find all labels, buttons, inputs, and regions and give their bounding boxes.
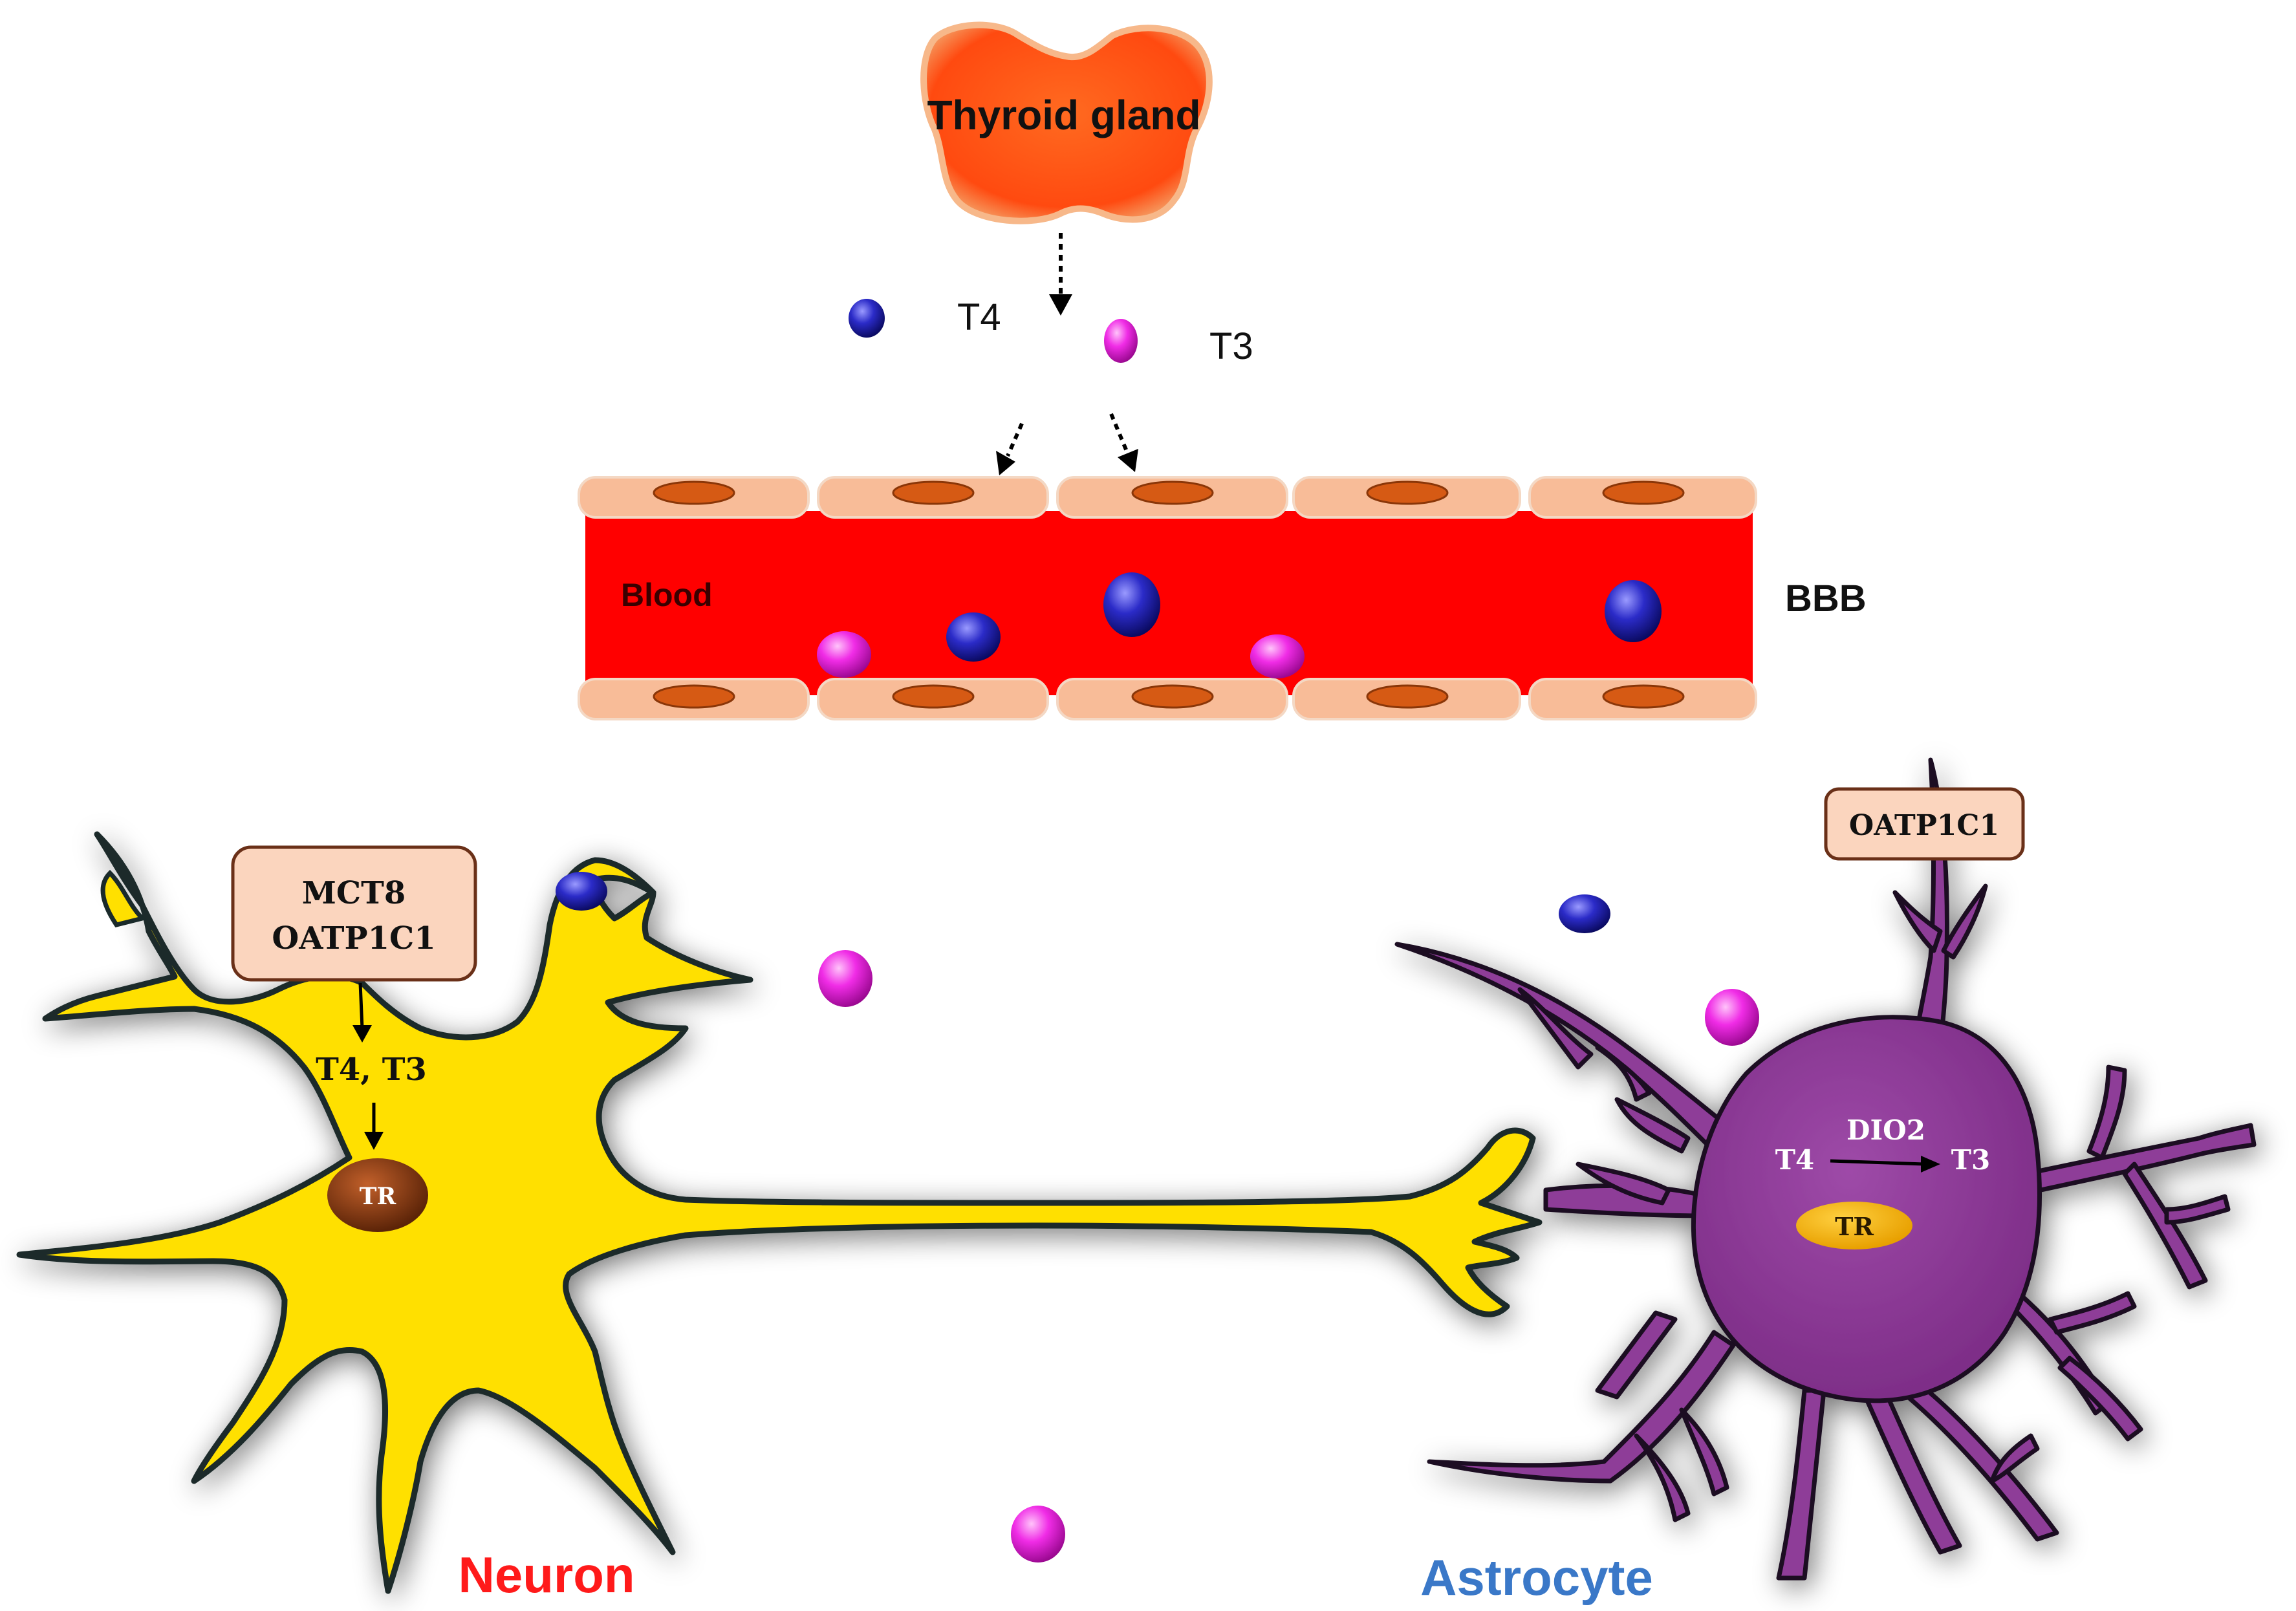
t4-legend-label: T4 (957, 296, 1001, 338)
t3-molecule-icon (817, 631, 871, 678)
astrocyte-thyroid-receptor-icon (1796, 1202, 1912, 1249)
blood-vessel (578, 476, 1757, 720)
t3-molecule-icon (1705, 989, 1759, 1046)
hormone-entry-arrow-right (1109, 413, 1138, 472)
hormone-entry-arrow-left (996, 422, 1024, 475)
t3-molecule-icon (1011, 1506, 1065, 1562)
t4-molecule-icon (1559, 894, 1610, 933)
t3-molecule-icon (818, 950, 872, 1007)
t4-molecule-icon (1605, 580, 1662, 642)
t4-molecule-icon (946, 612, 1001, 662)
astrocyte-transporter-box (1824, 787, 2025, 861)
neuron-transporter-oatp1c1-label: OATP1C1 (272, 920, 435, 957)
neuron-label: Neuron (459, 1546, 635, 1603)
endothelial-cells-top (578, 476, 1757, 519)
neuron-receptor-label: TR (360, 1183, 397, 1210)
neuron-import-arrow (352, 982, 372, 1043)
bbb-label: BBB (1785, 578, 1867, 620)
astrocyte-label: Astrocyte (1420, 1549, 1653, 1606)
t4-molecule-icon (556, 872, 607, 911)
endothelial-cells-bottom (578, 678, 1757, 720)
neuron-thyroid-receptor-icon (327, 1158, 428, 1232)
astrocyte-receptor-label: TR (1835, 1212, 1874, 1241)
astrocyte-transporter-label: OATP1C1 (1849, 809, 1999, 842)
astrocyte-t4-label: T4 (1775, 1144, 1814, 1176)
t3-molecule-icon (1250, 634, 1305, 678)
blood-label: Blood (621, 577, 713, 613)
dio2-conversion-arrow (1830, 1156, 1940, 1173)
t4-legend-molecule-icon (849, 299, 885, 338)
neuron-hormones-label: T4, T3 (316, 1052, 427, 1088)
neuron-transporter-box (231, 845, 477, 982)
neuron-nuclear-arrow (364, 1103, 384, 1150)
astrocyte-cell (1394, 757, 2257, 1581)
t4-molecule-icon (1103, 572, 1160, 637)
neuron-cell (16, 831, 1543, 1594)
dio2-enzyme-label: DIO2 (1847, 1114, 1925, 1146)
neuron-transporter-mct8-label: MCT8 (302, 875, 406, 911)
thyroid-release-arrow (1049, 233, 1072, 316)
t3-legend-molecule-icon (1104, 319, 1138, 363)
t3-legend-label: T3 (1209, 325, 1253, 367)
astrocyte-t3-label: T3 (1951, 1144, 1990, 1176)
thyroid-gland-label: Thyroid gland (927, 92, 1200, 138)
blood-lumen (585, 511, 1753, 695)
thyroid-gland-icon (920, 21, 1213, 224)
